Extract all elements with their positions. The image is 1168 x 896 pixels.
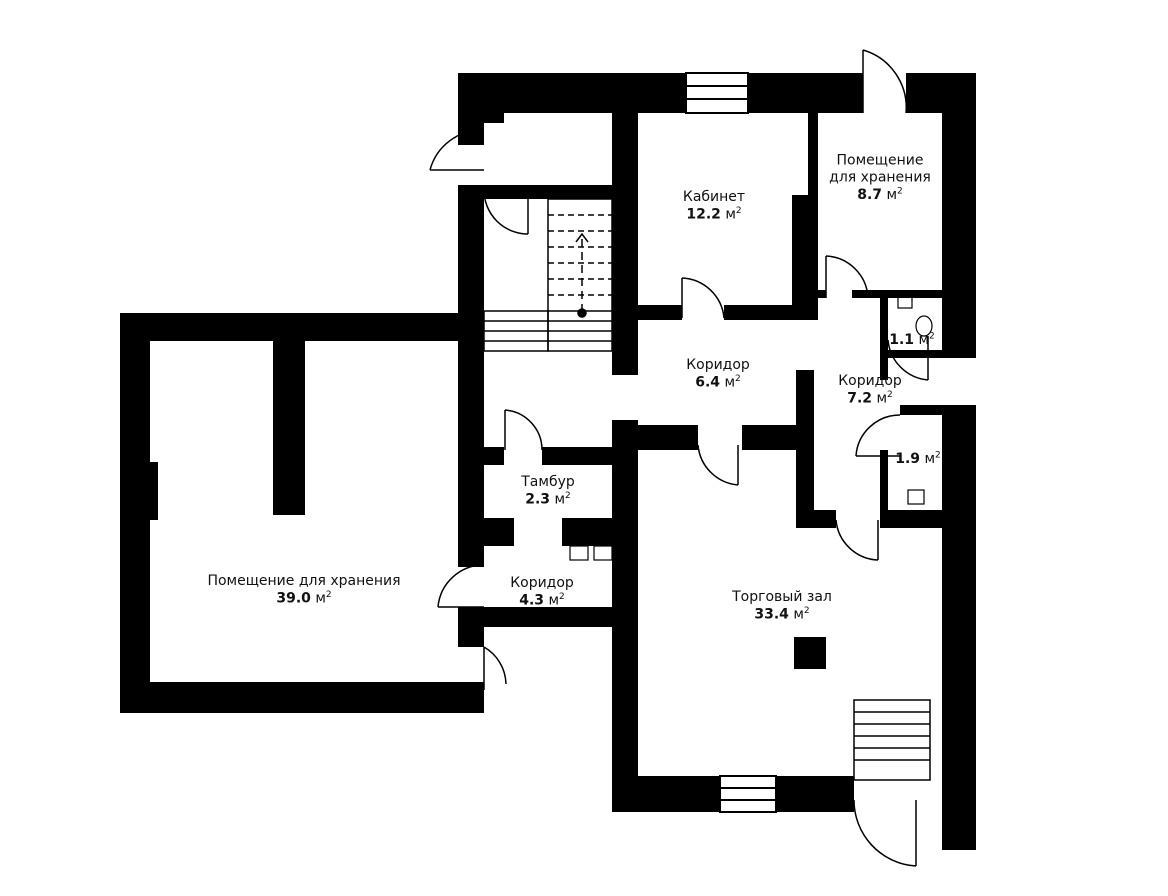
- room-label-corridor-small: Коридор 4.3 м2: [510, 575, 574, 609]
- room-label-wc-large: 1.9 м2: [895, 450, 941, 467]
- room-label-storage-small: Помещение для хранения 8.7 м2: [829, 152, 931, 203]
- room-area: 12.2 м2: [686, 205, 742, 223]
- wall-cabinet-bottom-left: [638, 305, 682, 320]
- room-area: 1.9 м2: [895, 450, 941, 467]
- toilet: [915, 315, 933, 337]
- wall-left-lower: [458, 607, 484, 647]
- room-name: Помещение для хранения: [829, 152, 931, 186]
- wall-hall-bottom-left: [612, 776, 720, 812]
- stair-right-flight: [547, 198, 613, 352]
- room-area: 8.7 м2: [857, 186, 903, 203]
- room-name: Тамбур: [521, 473, 575, 490]
- wall-corridor-right-left: [796, 370, 814, 528]
- wall-storage-bottom: [120, 682, 484, 713]
- door-wc-large: [855, 414, 901, 457]
- wall-cabinet-right-thick: [792, 195, 818, 320]
- door-exit-bottom: [853, 799, 917, 867]
- room-label-sales-hall: Торговый зал 33.4 м2: [732, 589, 832, 623]
- room-area: 1.1 м2: [889, 331, 935, 348]
- room-name: Помещение для хранения: [207, 572, 401, 589]
- door-top-right: [862, 49, 907, 114]
- room-area: 2.3 м2: [525, 490, 571, 508]
- wall-right-lower: [942, 405, 976, 850]
- room-name: Кабинет: [682, 188, 746, 205]
- wall-cabinet-bottom-right: [724, 305, 812, 320]
- room-label-corridor-right: Коридор 7.2 м2: [838, 373, 902, 407]
- stair-hall-flight: [853, 699, 931, 781]
- door-stair-inner: [483, 189, 529, 235]
- door-hall-right: [835, 519, 879, 561]
- wall-storage-small-bottom: [852, 290, 942, 298]
- wall-wc-bottom: [888, 350, 942, 358]
- windows: [685, 72, 777, 813]
- room-area: 7.2 м2: [847, 389, 893, 407]
- room-name: Коридор: [686, 356, 750, 373]
- sink-left: [569, 545, 589, 561]
- room-label-cabinet: Кабинет 12.2 м2: [683, 189, 745, 223]
- room-area: 4.3 м2: [519, 591, 565, 609]
- wall-corridor-small-top-left: [484, 518, 514, 546]
- wall-corridor-right-bottom: [796, 510, 836, 528]
- wall-stair-right: [612, 113, 638, 375]
- wall-corridor-small-bottom: [484, 607, 612, 627]
- room-area: 33.4 м2: [754, 605, 810, 623]
- door-corridor-small-left: [437, 564, 485, 608]
- wall-left-mid: [458, 185, 484, 567]
- window-top: [685, 72, 749, 114]
- doors: [429, 49, 929, 867]
- wall-storage-pillar: [273, 341, 305, 515]
- door-cabinet: [681, 277, 725, 319]
- door-stair-left: [429, 129, 485, 171]
- wall-tambur-top: [484, 447, 504, 465]
- wc2-sink: [907, 489, 925, 505]
- room-area: 6.4 м2: [695, 373, 741, 391]
- wall-corridor-mid-bottom-right: [742, 425, 798, 450]
- room-name: Торговый зал: [732, 588, 832, 605]
- fixtures: [569, 295, 933, 561]
- wall-hall-top-right: [880, 510, 942, 528]
- wc-sink: [897, 295, 913, 309]
- wall-right-upper: [942, 73, 976, 358]
- wall-storage-left: [120, 313, 150, 713]
- wall-top-left-segment: [458, 73, 686, 113]
- wall-wc2-left: [880, 450, 888, 520]
- wall-wc-left: [880, 290, 888, 380]
- stairs: [483, 198, 931, 781]
- room-label-tambur: Тамбур 2.3 м2: [521, 474, 575, 508]
- door-corridor-mid-bottom: [697, 444, 739, 486]
- room-label-wc-small: 1.1 м2: [889, 331, 935, 348]
- door-storage-small: [825, 255, 869, 299]
- wall-stair-top-left: [484, 113, 504, 123]
- door-wc-small: [887, 336, 929, 381]
- wall-tambur-top-right: [542, 447, 612, 465]
- walls: [120, 73, 976, 850]
- room-label-corridor-mid: Коридор 6.4 м2: [686, 357, 750, 391]
- wall-storage-small-bottom-left: [818, 290, 826, 298]
- wall-top-mid-segment: [748, 73, 863, 113]
- wall-stair-top: [484, 185, 612, 199]
- wall-wc2-top: [900, 405, 942, 415]
- hall-pillar: [794, 637, 826, 669]
- room-name: Коридор: [838, 372, 902, 389]
- wall-corridor-mid-bottom-left: [638, 425, 698, 450]
- wall-hall-bottom-right: [776, 776, 854, 812]
- wall-stair-right-lower: [612, 420, 638, 607]
- window-bottom: [719, 775, 777, 813]
- door-tambur: [504, 409, 543, 451]
- room-label-storage-main: Помещение для хранения 39.0 м2: [207, 573, 400, 607]
- wall-storage-top: [120, 313, 484, 341]
- wall-storage-left-notch: [150, 462, 158, 520]
- room-name: Коридор: [510, 574, 574, 591]
- sink-right: [593, 545, 613, 561]
- stair-start-dot: [577, 308, 587, 318]
- room-area: 39.0 м2: [276, 589, 332, 607]
- door-storage-main: [483, 646, 507, 690]
- wall-corridor-small-top-right: [562, 518, 612, 546]
